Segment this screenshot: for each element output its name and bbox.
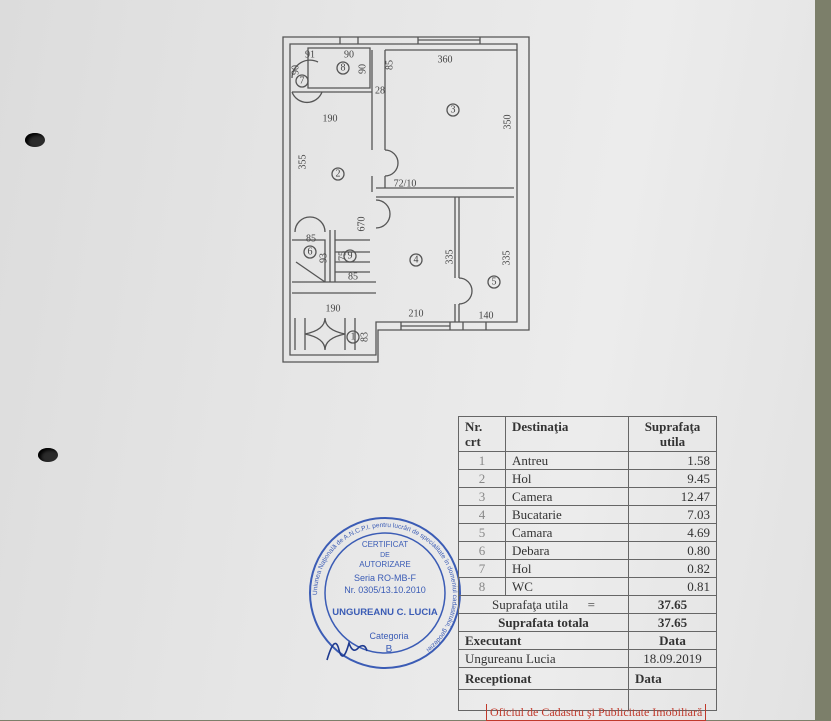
room-number: 4 xyxy=(414,255,419,266)
data-label: Data xyxy=(628,631,717,650)
receptionat-data-label: Data xyxy=(628,667,717,690)
signature xyxy=(326,640,368,661)
dimension: 75 xyxy=(338,251,349,261)
receptionat-label: Receptionat xyxy=(458,667,629,690)
row-suprafata: 0.82 xyxy=(628,559,717,578)
punch-hole xyxy=(25,133,45,147)
room-number: 5 xyxy=(492,277,497,288)
room-number: 8 xyxy=(341,63,346,74)
room-number: 3 xyxy=(451,105,456,116)
punch-hole xyxy=(38,448,58,462)
executant-date: 18.09.2019 xyxy=(628,649,717,668)
row-suprafata: 9.45 xyxy=(628,469,717,488)
row-destinatia: Camera xyxy=(505,487,629,506)
suprafata-totala-label: Suprafata totala xyxy=(458,613,629,632)
dimension: 210 xyxy=(409,309,424,320)
dimension: 85 xyxy=(385,60,396,70)
stamp-text: DE xyxy=(380,552,390,559)
row-destinatia: Antreu xyxy=(505,451,629,470)
room-number: 1 xyxy=(351,332,356,343)
row-destinatia: Debara xyxy=(505,541,629,560)
row-nr: 8 xyxy=(458,577,506,596)
row-nr: 1 xyxy=(458,451,506,470)
executant-name: Ungureanu Lucia xyxy=(458,649,629,668)
dimension: 91 xyxy=(305,50,315,61)
dimension: 335 xyxy=(445,250,456,265)
dimension: 85 xyxy=(348,272,358,283)
room-number: 6 xyxy=(308,247,313,258)
header-nr: Nr. crt xyxy=(458,416,506,452)
row-suprafata: 4.69 xyxy=(628,523,717,542)
dimension: 190 xyxy=(326,304,341,315)
stamp-text: CERTIFICAT xyxy=(362,540,408,549)
row-suprafata: 0.81 xyxy=(628,577,717,596)
room-number: 2 xyxy=(336,169,341,180)
dimension: 360 xyxy=(438,55,453,66)
dimension: 140 xyxy=(479,311,494,322)
suprafata-totala-value: 37.65 xyxy=(628,613,717,632)
dimension: 355 xyxy=(298,155,309,170)
row-nr: 7 xyxy=(458,559,506,578)
row-nr: 6 xyxy=(458,541,506,560)
row-suprafata: 12.47 xyxy=(628,487,717,506)
dimension: 90 xyxy=(344,50,354,61)
authorization-stamp: Uniunea Naţională de A.N.C.P.I. pentru l… xyxy=(309,517,461,669)
floor-plan: 7 8 3 2 6 9 4 5 1 91 90 90 90 85 360 28 … xyxy=(282,36,530,363)
dimension: 28 xyxy=(375,86,385,97)
dimension: 335 xyxy=(502,251,513,266)
dimension: 83 xyxy=(360,332,371,342)
header-destinatia: Destinaţia xyxy=(505,416,629,452)
row-nr: 4 xyxy=(458,505,506,524)
stamp-text: AUTORIZARE xyxy=(359,560,410,569)
dimension: 90 xyxy=(358,64,369,74)
executant-label: Executant xyxy=(458,631,629,650)
suprafata-utila-label: Suprafaţa utila = xyxy=(458,595,629,614)
room-number: 7 xyxy=(300,76,305,87)
suprafata-utila-value: 37.65 xyxy=(628,595,717,614)
row-suprafata: 1.58 xyxy=(628,451,717,470)
office-stamp: Oficiul de Cadastru şi Publicitate Imobi… xyxy=(486,704,707,721)
row-destinatia: Hol xyxy=(505,559,629,578)
dimension: 350 xyxy=(503,115,514,130)
row-destinatia: Bucatarie xyxy=(505,505,629,524)
row-suprafata: 0.80 xyxy=(628,541,717,560)
header-suprafata: Suprafaţa utila xyxy=(628,416,717,452)
row-nr: 2 xyxy=(458,469,506,488)
stamp-text: Nr. 0305/13.10.2010 xyxy=(344,585,426,595)
dimension: 93 xyxy=(319,253,330,263)
dimension: 90 xyxy=(291,65,302,75)
stamp-name: UNGUREANU C. LUCIA xyxy=(332,607,438,618)
stamp-category: B xyxy=(386,644,393,655)
stamp-text: Seria RO-MB-F xyxy=(354,573,417,583)
row-nr: 3 xyxy=(458,487,506,506)
dimension: 670 xyxy=(357,217,368,232)
row-destinatia: WC xyxy=(505,577,629,596)
room-number: 9 xyxy=(348,251,353,262)
dimension: 85 xyxy=(306,234,316,245)
stamp-text: Categoria xyxy=(369,631,408,641)
row-destinatia: Camara xyxy=(505,523,629,542)
dimension: 190 xyxy=(323,114,338,125)
row-suprafata: 7.03 xyxy=(628,505,717,524)
row-nr: 5 xyxy=(458,523,506,542)
dimension: 72/10 xyxy=(394,179,417,190)
receptionat-date-empty xyxy=(628,689,717,711)
row-destinatia: Hol xyxy=(505,469,629,488)
